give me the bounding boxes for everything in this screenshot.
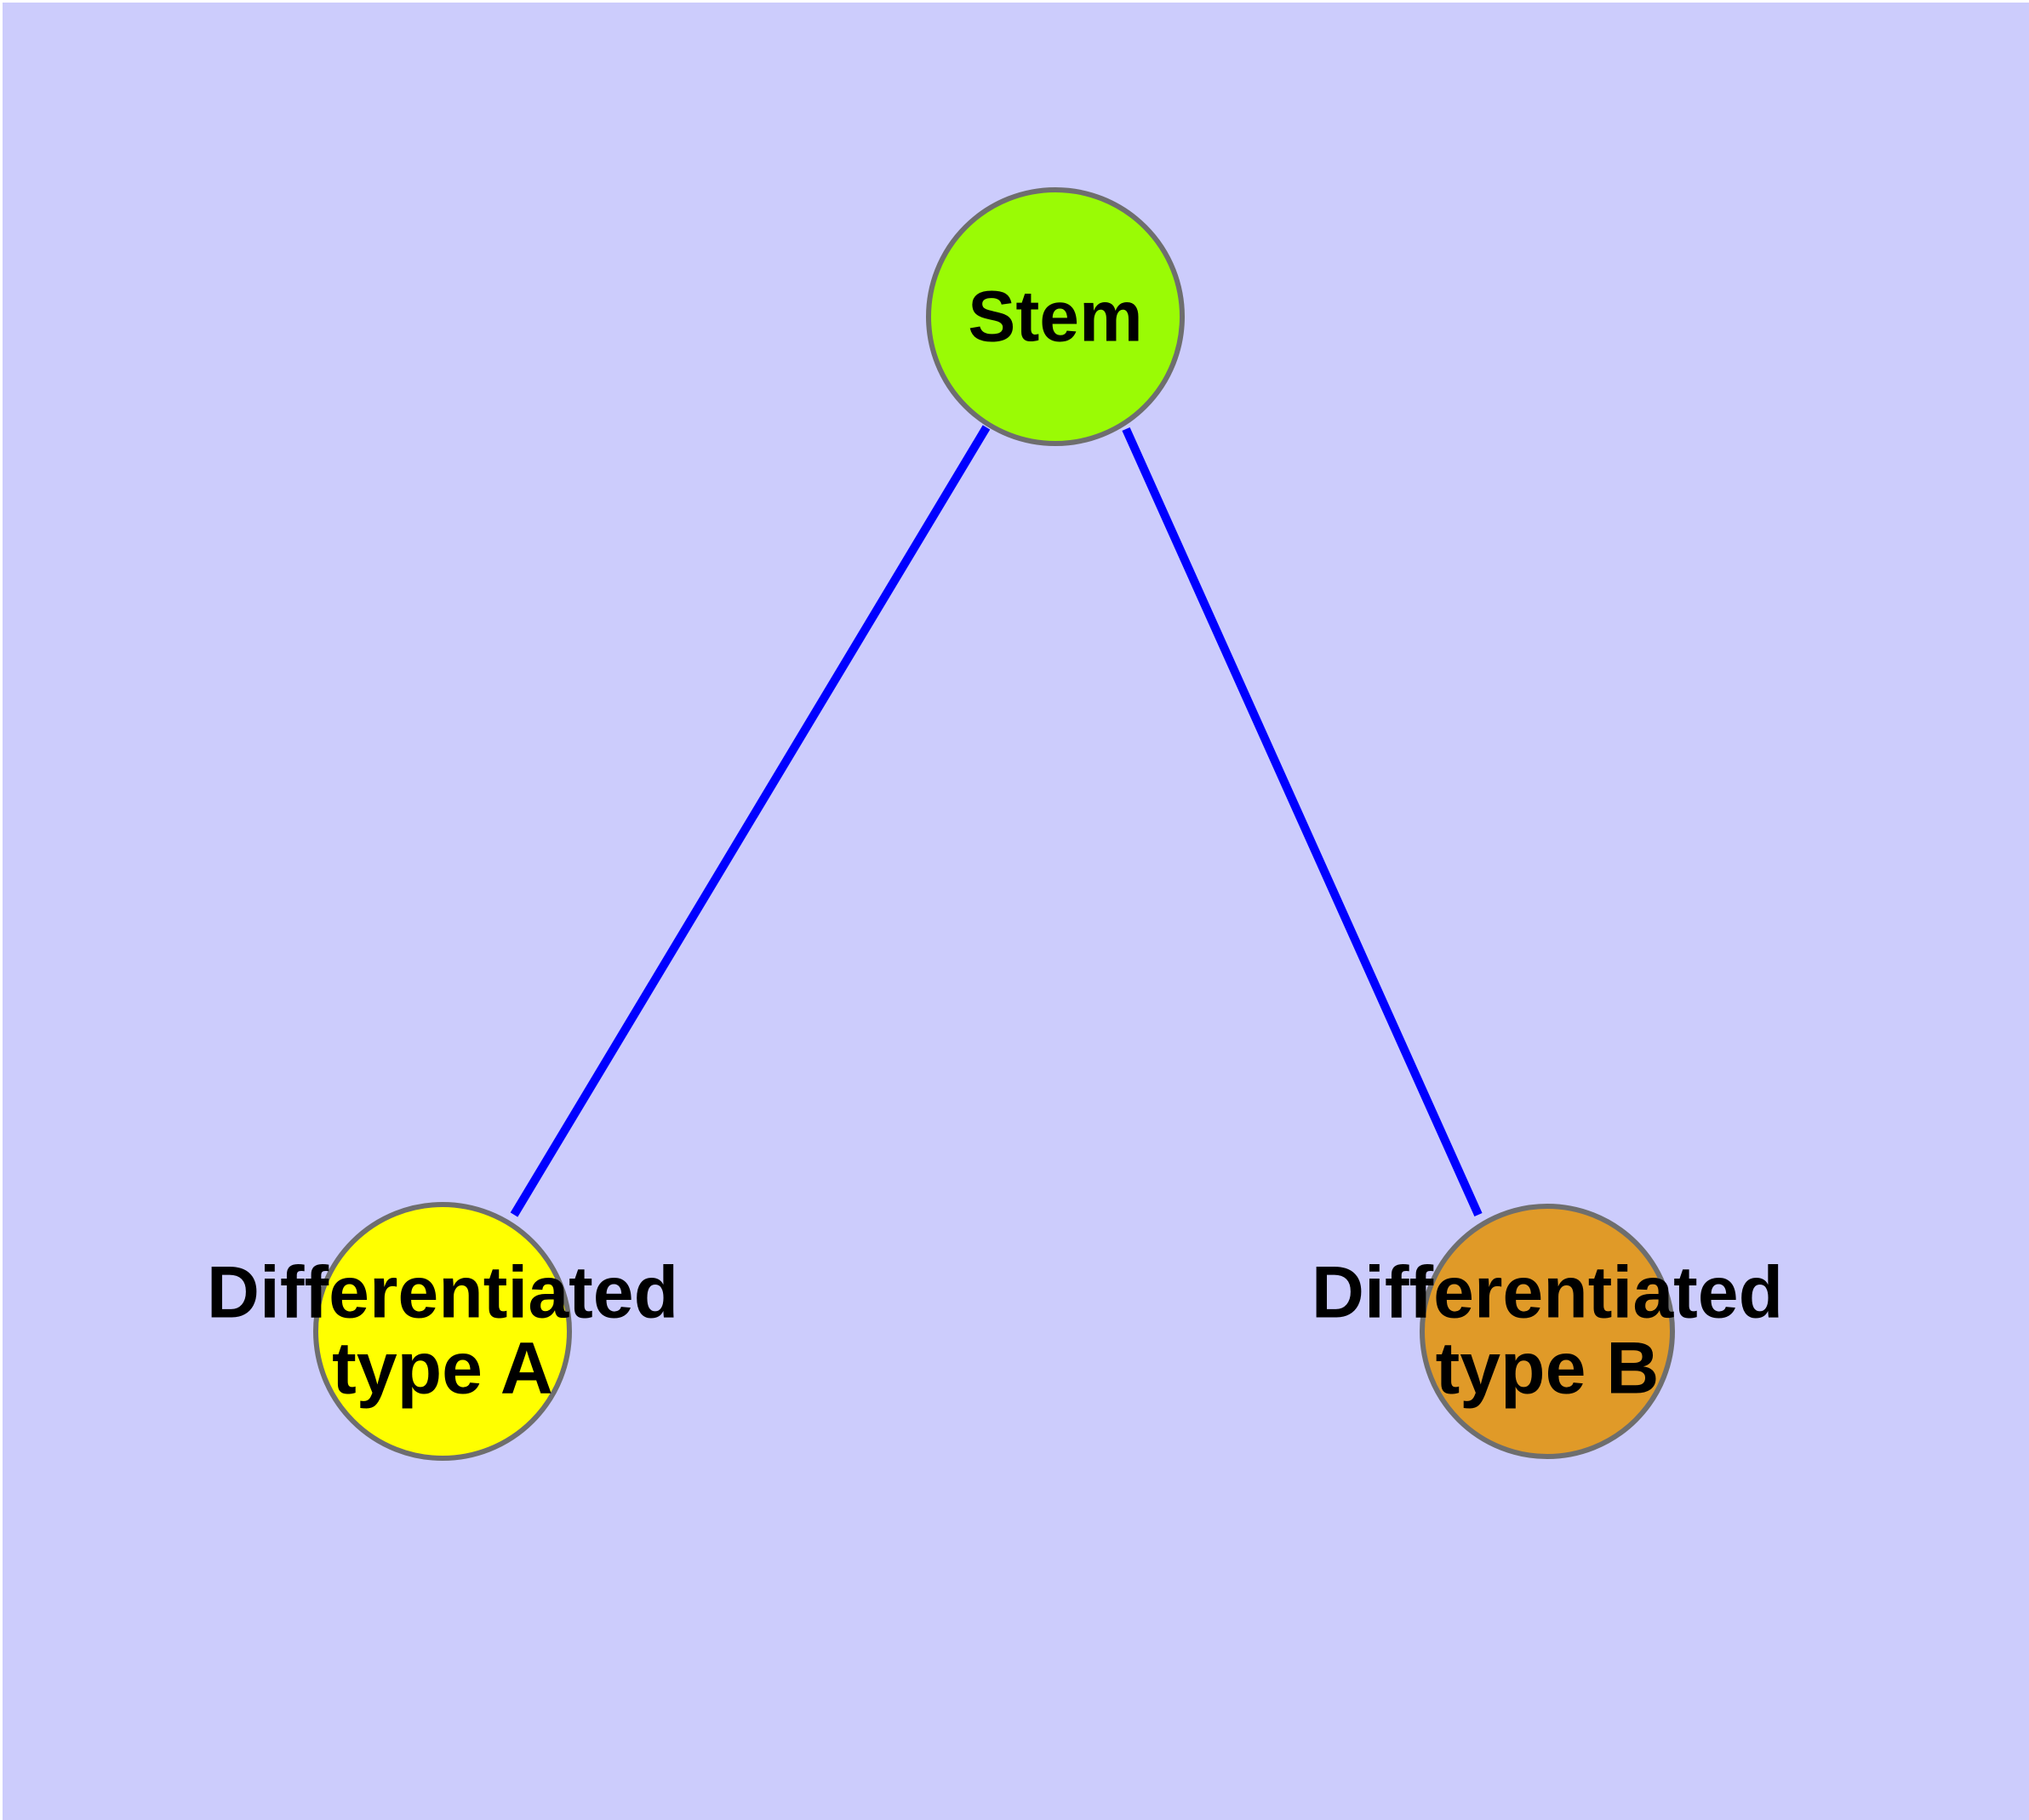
edge-stem-to-diff-b: [1122, 426, 1483, 1217]
edge-stem-to-diff-a: [510, 425, 991, 1217]
node-stem[interactable]: Stem: [926, 187, 1185, 446]
node-stem-label: Stem: [968, 276, 1143, 357]
canvas-top-margin: [0, 0, 2029, 3]
canvas-left-margin: [0, 0, 3, 1820]
node-differentiated-type-a[interactable]: Differentiated type A: [207, 1202, 678, 1461]
node-differentiated-type-b[interactable]: Differentiated type B: [1312, 1204, 1783, 1459]
